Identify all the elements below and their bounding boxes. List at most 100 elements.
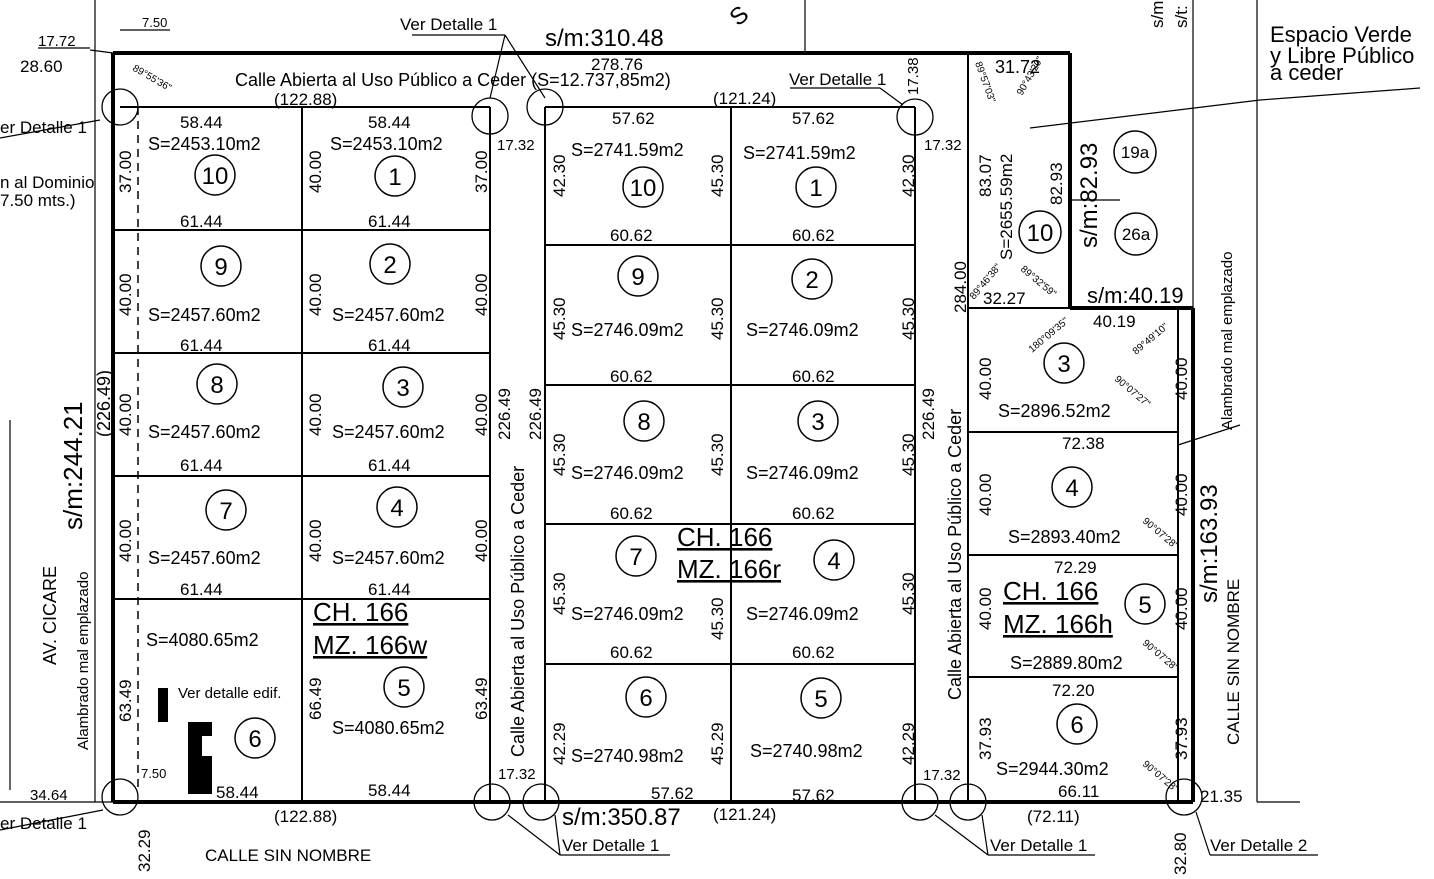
ver-detalle-edif: Ver detalle edif. [178,685,281,702]
espacio-verde-1: Espacio Verde [1270,22,1412,47]
dim-w-v2-r: 40.00 [472,273,491,316]
lot-w8: 8 [210,372,223,399]
block-166r: CH. 166 MZ. 166r Calle Abierta al Uso Pú… [495,109,938,805]
area-r3: S=2746.09m2 [746,463,859,483]
sm-top-cut2: s/t: [1172,5,1191,28]
dim-h-284: 284.00 [951,261,970,313]
dim-r-22649-a: 226.49 [495,388,514,440]
angle-h6: 89°49'10" [1131,321,1171,357]
lot-h3: 3 [1057,351,1070,378]
dim-h-8307: 83.07 [976,154,995,197]
dim-w-v1-m: 40.00 [306,150,325,193]
dim-r-top-r: 57.62 [792,109,835,128]
dim-w-bot-l: 58.44 [216,783,259,802]
dim-r-v3-l: 45.30 [550,433,569,476]
lot-r4: 4 [827,548,840,575]
left-labels: AV. CICARE Alambrado mal emplazado s/m:2… [0,370,154,872]
dim-r-v3-r: 45.30 [899,433,918,476]
angle-top-left: 89°55'36" [131,63,174,94]
dim-1732-c: 17.32 [498,766,536,783]
dim-1732-a: 17.32 [497,137,535,154]
lot-r3: 3 [811,409,824,436]
dim-h-vr3: 40.00 [1172,587,1191,630]
dim-h-8293: 82.93 [1047,162,1066,205]
sm-16393: s/m:163.93 [1196,484,1223,603]
ver-detalle-2: Ver Detalle 2 [1210,836,1307,855]
area-r1: S=2741.59m2 [743,143,856,163]
dim-w-v4-r: 40.00 [472,519,491,562]
area-r4: S=2746.09m2 [746,604,859,624]
block-w-mz: MZ. 166w [313,630,427,660]
dim-2860: 28.60 [20,57,63,76]
lot-w4: 4 [390,495,403,522]
area-w4: S=2457.60m2 [332,548,445,568]
block-w-ch: CH. 166 [313,597,408,627]
lot-w9: 9 [214,254,227,281]
dim-122-bot: (122.88) [274,807,337,826]
dim-w-v4-m: 40.00 [306,519,325,562]
ver-detalle-top-mid: Ver Detalle 1 [400,15,497,34]
dim-w-v5-l: 63.49 [116,679,135,722]
right-legend: Espacio Verde y Libre Público a ceder Al… [1171,22,1414,875]
dim-w-top-l: 58.44 [180,113,223,132]
area-w7: S=2457.60m2 [148,548,261,568]
dim-w-v2-m: 40.00 [306,273,325,316]
dim-r-v3-m: 45.30 [708,433,727,476]
dim-h-7238: 72.38 [1062,434,1105,453]
building-mark-1 [158,688,168,722]
area-r9: S=2746.09m2 [571,320,684,340]
dim-27876: 278.76 [591,55,643,74]
dim-r-v4-m: 45.30 [708,597,727,640]
dim-r-r4-r: 60.62 [792,643,835,662]
area-h3: S=2896.52m2 [998,401,1111,421]
dim-r-22649-c: 226.49 [919,388,938,440]
dim-w-r3-r: 61.44 [368,456,411,475]
dim-122-top: (122.88) [274,90,337,109]
dim-h-6611: 66.11 [1058,782,1099,801]
dim-h-vr1: 40.00 [1172,357,1191,400]
lot-w2: 2 [383,252,396,279]
lot-w1: 1 [388,164,401,191]
lot-r6: 6 [639,685,652,712]
sm-24421: s/m:244.21 [58,401,88,530]
dim-h-vl2: 40.00 [976,473,995,516]
dim-h-vr2: 40.00 [1172,473,1191,516]
dim-r-bot-l: 57.62 [651,784,694,803]
espacio-verde-3: a ceder [1270,60,1343,85]
area-w9: S=2457.60m2 [148,305,261,325]
dim-3464: 34.64 [30,787,68,804]
angle-h9: 90°07'28" [1140,638,1180,674]
dim-750-bot: 7.50 [141,766,166,781]
angle-h1: 89°57'03" [972,60,997,104]
area-w6: S=4080.65m2 [146,630,259,650]
detail-circles [0,34,1318,856]
dim-r-bot-r: 57.62 [792,786,835,805]
area-w3: S=2457.60m2 [332,422,445,442]
street-h-left: Calle Abierta al Uso Público a Ceder [945,409,965,700]
angle-h10: 90°07'28" [1140,759,1180,795]
dim-h-vl3: 40.00 [976,587,995,630]
dim-7211: (72.11) [1027,807,1080,826]
ver-detalle-left-bottom: er Detalle 1 [0,814,87,833]
block-h-mz: MZ. 166h [1003,609,1113,639]
lot-r2: 2 [805,267,818,294]
lot-r5: 5 [814,686,827,713]
area-h6: S=2944.30m2 [996,759,1109,779]
dim-r-v5-l: 42.29 [550,722,569,765]
area-r5: S=2740.98m2 [750,741,863,761]
area-r2: S=2746.09m2 [746,320,859,340]
sm-8293: s/m:82.93 [1076,143,1103,248]
dim-w-v4-l: 40.00 [116,519,135,562]
frag-s: S [725,1,755,32]
dim-r-v2-r: 45.30 [899,297,918,340]
dim-w-v2-l: 40.00 [116,273,135,316]
dim-h-3227: 32.27 [983,289,1026,308]
dim-3280: 32.80 [1171,832,1190,875]
dim-h-vl4: 37.93 [976,717,995,760]
angle-h8: 90°07'28" [1140,516,1180,552]
lot-w10: 10 [202,163,229,190]
street-top-label: Calle Abierta al Uso Público a Ceder (S=… [235,70,671,90]
dim-1732-b: 17.32 [924,137,962,154]
dim-w-v5-r: 63.49 [472,677,491,720]
dim-w-r3-l: 61.44 [180,456,223,475]
